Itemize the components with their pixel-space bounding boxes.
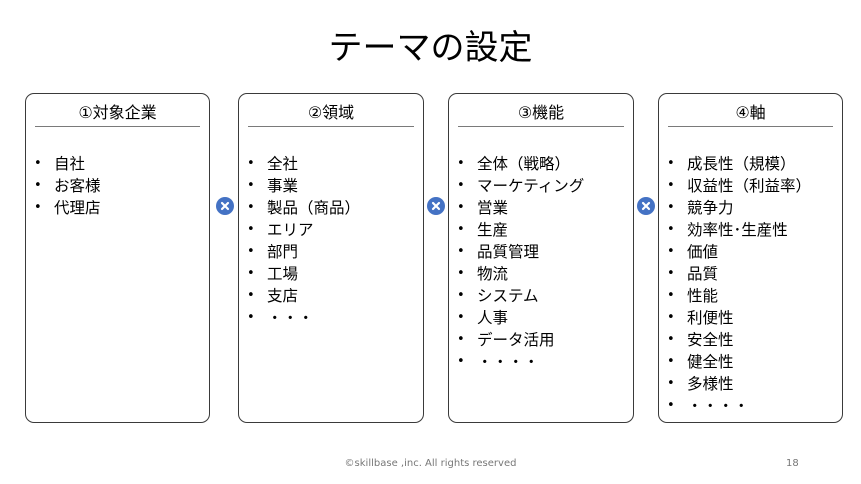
multiply-circle-icon bbox=[216, 197, 234, 215]
list-item: 製品（商品） bbox=[247, 197, 423, 219]
card-item-list: 自社 お客様 代理店 bbox=[26, 153, 209, 219]
card-item-list: 全社 事業 製品（商品） エリア 部門 工場 支店 ・・・ bbox=[239, 153, 423, 329]
list-item: 利便性 bbox=[667, 307, 842, 329]
multiply-circle-icon bbox=[427, 197, 445, 215]
card-item-list: 全体（戦略） マーケティング 営業 生産 品質管理 物流 システム 人事 データ… bbox=[449, 153, 633, 373]
list-item: マーケティング bbox=[457, 175, 633, 197]
list-item: 人事 bbox=[457, 307, 633, 329]
card-heading: ③機能 bbox=[458, 103, 624, 127]
list-item: 事業 bbox=[247, 175, 423, 197]
card-domain: ②領域 全社 事業 製品（商品） エリア 部門 工場 支店 ・・・ bbox=[238, 93, 424, 423]
list-item: 物流 bbox=[457, 263, 633, 285]
page-title: テーマの設定 bbox=[328, 28, 533, 68]
list-item: システム bbox=[457, 285, 633, 307]
list-item: 健全性 bbox=[667, 351, 842, 373]
list-item: 品質管理 bbox=[457, 241, 633, 263]
list-item: 安全性 bbox=[667, 329, 842, 351]
list-item: 競争力 bbox=[667, 197, 842, 219]
list-item: 営業 bbox=[457, 197, 633, 219]
list-item: 成長性（規模） bbox=[667, 153, 842, 175]
list-item: お客様 bbox=[34, 175, 209, 197]
list-item: 全体（戦略） bbox=[457, 153, 633, 175]
list-item: 性能 bbox=[667, 285, 842, 307]
list-item: 価値 bbox=[667, 241, 842, 263]
card-function: ③機能 全体（戦略） マーケティング 営業 生産 品質管理 物流 システム 人事… bbox=[448, 93, 634, 423]
list-item: 収益性（利益率） bbox=[667, 175, 842, 197]
multiply-circle-icon bbox=[637, 197, 655, 215]
list-item: 支店 bbox=[247, 285, 423, 307]
list-item: 自社 bbox=[34, 153, 209, 175]
list-item: エリア bbox=[247, 219, 423, 241]
list-item: 多様性 bbox=[667, 373, 842, 395]
list-item: ・・・ bbox=[247, 307, 423, 329]
list-item: データ活用 bbox=[457, 329, 633, 351]
list-item: 部門 bbox=[247, 241, 423, 263]
card-heading: ④軸 bbox=[668, 103, 833, 127]
list-item: 全社 bbox=[247, 153, 423, 175]
card-axis: ④軸 成長性（規模） 収益性（利益率） 競争力 効率性･生産性 価値 品質 性能… bbox=[658, 93, 843, 423]
list-item: ・・・・ bbox=[667, 395, 842, 417]
card-heading: ②領域 bbox=[248, 103, 414, 127]
card-heading: ①対象企業 bbox=[35, 103, 200, 127]
list-item: 効率性･生産性 bbox=[667, 219, 842, 241]
list-item: 品質 bbox=[667, 263, 842, 285]
list-item: 生産 bbox=[457, 219, 633, 241]
list-item: 代理店 bbox=[34, 197, 209, 219]
card-item-list: 成長性（規模） 収益性（利益率） 競争力 効率性･生産性 価値 品質 性能 利便… bbox=[659, 153, 842, 417]
card-target-company: ①対象企業 自社 お客様 代理店 bbox=[25, 93, 210, 423]
copyright-footer: ©skillbase ,inc. All rights reserved bbox=[344, 458, 517, 469]
list-item: 工場 bbox=[247, 263, 423, 285]
page-number: 18 bbox=[786, 458, 799, 469]
list-item: ・・・・ bbox=[457, 351, 633, 373]
